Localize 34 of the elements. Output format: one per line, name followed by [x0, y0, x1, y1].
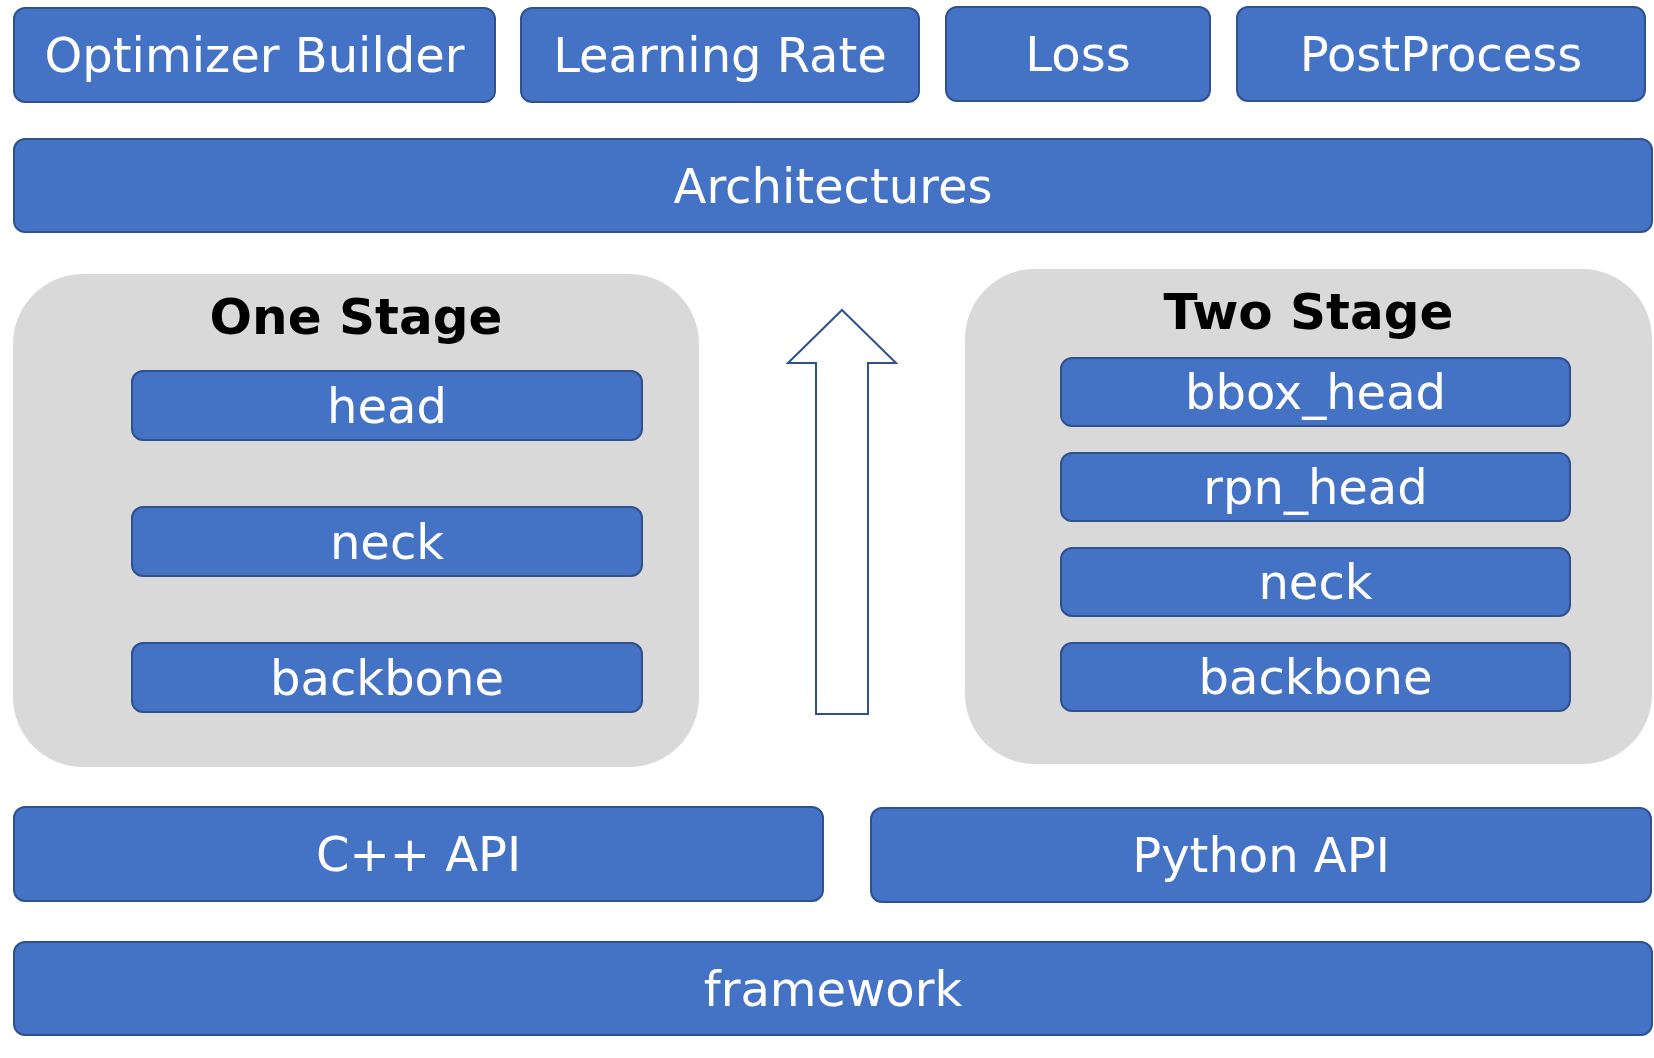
layer-box [520, 7, 920, 103]
layer-label: head [327, 377, 447, 434]
layer-label: Architectures [673, 157, 993, 214]
layer-box [13, 806, 824, 902]
layer-label: neck [329, 513, 445, 570]
layer-label: Optimizer Builder [44, 27, 465, 83]
group-title: One Stage [209, 288, 503, 346]
group-panel [965, 269, 1652, 764]
layer-box [13, 138, 1653, 233]
layer-box [131, 642, 643, 713]
layer-box [1060, 642, 1571, 712]
layer-box [131, 506, 643, 577]
layer-box [1060, 452, 1571, 522]
layer-label: backbone [270, 649, 504, 706]
layer-box [870, 807, 1652, 903]
layer-box [1060, 357, 1571, 427]
layer-label: rpn_head [1203, 459, 1428, 515]
layer-label: Loss [1025, 26, 1131, 82]
layer-box [13, 941, 1653, 1036]
layer-label: framework [703, 960, 963, 1017]
group-panel [13, 274, 699, 767]
layer-box [1236, 6, 1646, 102]
layer-box [13, 7, 496, 103]
layer-label: neck [1258, 554, 1373, 610]
layer-label: Python API [1132, 827, 1390, 883]
layer-label: PostProcess [1299, 26, 1583, 82]
group-title: Two Stage [1163, 283, 1454, 341]
layer-box [131, 370, 643, 441]
layer-label: backbone [1198, 649, 1433, 705]
layer-box [1060, 547, 1571, 617]
layer-label: bbox_head [1184, 364, 1447, 420]
layer-box [945, 6, 1211, 102]
layer-label: Learning Rate [553, 27, 887, 83]
layer-label: C++ API [315, 826, 522, 882]
